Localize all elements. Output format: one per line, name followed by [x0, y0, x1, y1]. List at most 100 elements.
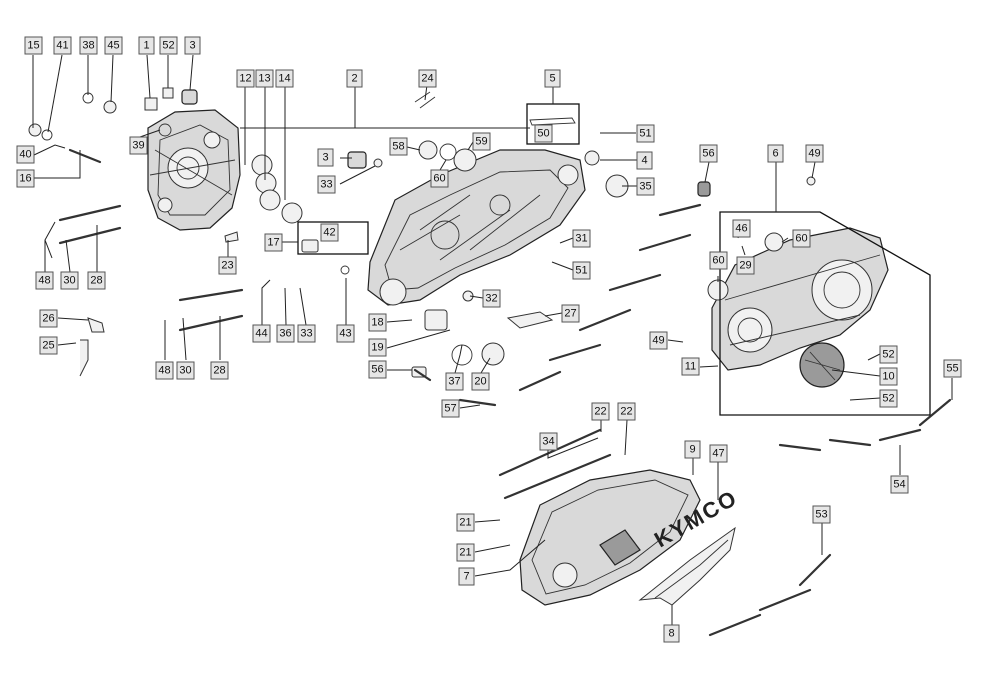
- svg-text:32: 32: [485, 293, 497, 305]
- callout-2: 2: [346, 69, 363, 88]
- svg-text:44: 44: [255, 328, 267, 340]
- svg-text:15: 15: [27, 40, 39, 52]
- callout-42: 42: [320, 223, 339, 242]
- svg-text:56: 56: [702, 148, 714, 160]
- callout-26: 26: [39, 309, 58, 328]
- svg-text:22: 22: [620, 406, 632, 418]
- callout-29: 29: [736, 256, 755, 275]
- svg-text:52: 52: [162, 40, 174, 52]
- svg-text:28: 28: [213, 365, 225, 377]
- outer-cover: KYMCO: [519, 469, 742, 606]
- callout-43: 43: [336, 324, 355, 343]
- svg-text:60: 60: [433, 173, 445, 185]
- svg-text:25: 25: [42, 340, 54, 352]
- callout-45: 45: [104, 36, 123, 55]
- svg-text:52: 52: [882, 393, 894, 405]
- svg-text:37: 37: [448, 376, 460, 388]
- callout-22: 22: [591, 402, 610, 421]
- callout-28: 28: [87, 271, 106, 290]
- svg-text:20: 20: [474, 376, 486, 388]
- svg-text:9: 9: [689, 444, 695, 456]
- callout-21: 21: [456, 513, 475, 532]
- callout-15: 15: [24, 36, 43, 55]
- svg-text:7: 7: [463, 571, 469, 583]
- svg-text:59: 59: [475, 136, 487, 148]
- svg-text:31: 31: [575, 233, 587, 245]
- svg-text:8: 8: [668, 628, 674, 640]
- svg-text:52: 52: [882, 349, 894, 361]
- callout-47: 47: [709, 444, 728, 463]
- svg-text:41: 41: [56, 40, 68, 52]
- callout-16: 16: [16, 169, 35, 188]
- svg-text:35: 35: [639, 181, 651, 193]
- svg-text:19: 19: [371, 342, 383, 354]
- svg-text:46: 46: [735, 223, 747, 235]
- svg-text:21: 21: [459, 547, 471, 559]
- callout-31: 31: [572, 229, 591, 248]
- callout-41: 41: [53, 36, 72, 55]
- callout-55: 55: [943, 359, 962, 378]
- svg-text:11: 11: [685, 361, 696, 373]
- callout-21b: 21: [456, 543, 475, 562]
- svg-text:54: 54: [893, 479, 905, 491]
- callout-48b: 48: [155, 361, 174, 380]
- svg-text:4: 4: [641, 155, 647, 167]
- svg-text:16: 16: [19, 173, 31, 185]
- svg-text:1: 1: [143, 40, 149, 52]
- callout-51b: 51: [572, 261, 591, 280]
- callout-49: 49: [805, 144, 824, 163]
- svg-text:13: 13: [258, 73, 270, 85]
- svg-text:14: 14: [278, 73, 290, 85]
- callout-14: 14: [275, 69, 294, 88]
- transmission-cover: [711, 227, 889, 388]
- right-crankcase-half: [367, 149, 586, 306]
- svg-text:47: 47: [712, 448, 724, 460]
- callout-52c: 52: [879, 389, 898, 408]
- callout-12: 12: [236, 69, 255, 88]
- svg-text:24: 24: [421, 73, 433, 85]
- callout-51: 51: [636, 124, 655, 143]
- small-parts: [28, 87, 816, 378]
- svg-text:49: 49: [808, 148, 820, 160]
- callout-52b: 52: [879, 345, 898, 364]
- callout-11: 11: [681, 357, 700, 376]
- svg-text:53: 53: [815, 509, 827, 521]
- svg-text:26: 26: [42, 313, 54, 325]
- callout-27: 27: [561, 304, 580, 323]
- callout-60: 60: [430, 169, 449, 188]
- callout-10: 10: [879, 367, 898, 386]
- callout-46: 46: [732, 219, 751, 238]
- callout-23: 23: [218, 256, 237, 275]
- callout-22b: 22: [617, 402, 636, 421]
- svg-text:57: 57: [444, 403, 456, 415]
- svg-text:40: 40: [19, 149, 31, 161]
- callout-18: 18: [368, 313, 387, 332]
- svg-text:38: 38: [82, 40, 94, 52]
- svg-text:55: 55: [946, 363, 958, 375]
- callout-28b: 28: [210, 361, 229, 380]
- callout-56: 56: [699, 144, 718, 163]
- svg-text:30: 30: [63, 275, 75, 287]
- callout-56b: 56: [368, 360, 387, 379]
- svg-text:43: 43: [339, 328, 351, 340]
- callout-59: 59: [472, 132, 491, 151]
- callout-52: 52: [159, 36, 178, 55]
- svg-text:30: 30: [179, 365, 191, 377]
- callout-49b: 49: [649, 331, 668, 350]
- svg-text:42: 42: [323, 227, 335, 239]
- svg-text:23: 23: [221, 260, 233, 272]
- svg-text:49: 49: [652, 335, 664, 347]
- svg-text:21: 21: [459, 517, 471, 529]
- callout-33b: 33: [297, 324, 316, 343]
- callout-8: 8: [663, 624, 680, 643]
- svg-text:18: 18: [371, 317, 383, 329]
- callout-17: 17: [264, 233, 283, 252]
- svg-text:58: 58: [392, 141, 404, 153]
- svg-text:51: 51: [639, 128, 651, 140]
- callout-25: 25: [39, 336, 58, 355]
- svg-text:45: 45: [107, 40, 119, 52]
- svg-text:60: 60: [712, 255, 724, 267]
- callout-3: 3: [184, 36, 201, 55]
- callouts: 15 41 38 45 1 52 3 12 13 14 2 24 5 50 51…: [16, 36, 962, 643]
- svg-text:17: 17: [267, 237, 279, 249]
